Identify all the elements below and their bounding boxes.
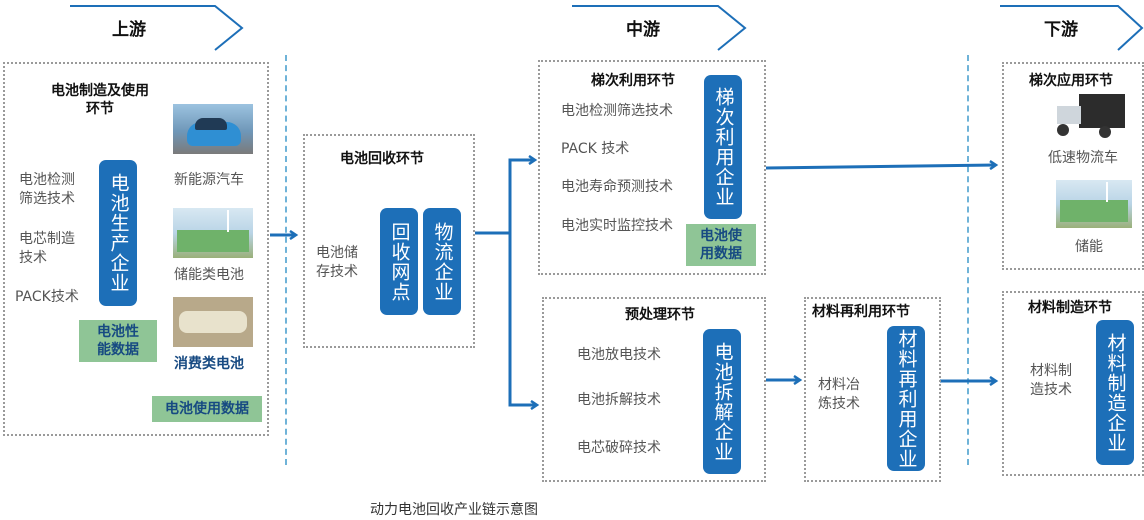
downstream-arrow <box>1000 5 1144 51</box>
cascade-app-title: 梯次应用环节 <box>1029 73 1113 89</box>
separator-2 <box>967 55 969 465</box>
storage-battery-image <box>173 208 253 258</box>
material-mfg-box <box>1002 291 1144 476</box>
tech-discharge: 电池放电技术 <box>577 347 661 363</box>
ev-car-image <box>173 104 253 154</box>
product-consumer: 消费类电池 <box>174 356 244 372</box>
energy-storage-image <box>1056 180 1132 228</box>
separator-1 <box>285 55 287 465</box>
material-mfg-title: 材料制造环节 <box>1028 300 1112 316</box>
battery-perf-data: 电池性 能数据 <box>79 320 157 362</box>
stage-midstream: 中游 <box>626 20 660 40</box>
product-storage: 储能类电池 <box>174 267 244 283</box>
tech-cascade-pack: PACK 技术 <box>561 141 630 157</box>
stage-upstream: 上游 <box>112 20 146 40</box>
material-reuse-title: 材料再利用环节 <box>812 304 910 320</box>
tech-disassembly: 电池拆解技术 <box>577 392 661 408</box>
enterprise-disassembly: 电池拆解企业 <box>703 329 741 474</box>
logistics-vehicle-image <box>1053 92 1127 140</box>
enterprise-material-mfg: 材料制造企业 <box>1096 320 1134 465</box>
material-reuse-box <box>804 297 941 482</box>
app-energy-storage: 储能 <box>1075 239 1103 255</box>
cascade-box <box>538 60 766 275</box>
recycle-title: 电池回收环节 <box>340 151 424 167</box>
battery-usage-data: 电池使用数据 <box>152 396 262 422</box>
recycle-points: 回收网点 <box>380 208 418 315</box>
cascade-app-box <box>1002 62 1144 270</box>
tech-smelting: 材料冶 炼技术 <box>818 377 860 412</box>
tech-life-predict: 电池寿命预测技术 <box>561 179 673 195</box>
tech-cell-mfg: 电芯制造 技术 <box>19 231 75 266</box>
enterprise-battery-producer: 电池生产企业 <box>99 160 137 306</box>
product-ev: 新能源汽车 <box>174 172 244 188</box>
tech-cascade-detect: 电池检测筛选技术 <box>561 103 673 119</box>
tech-pack: PACK技术 <box>15 289 79 305</box>
arrow-cascade-to-app <box>765 165 996 168</box>
midstream-arrow <box>572 5 747 51</box>
figure-caption: 动力电池回收产业链示意图 <box>370 502 538 518</box>
consumer-battery-image <box>173 297 253 347</box>
app-logistics-vehicle: 低速物流车 <box>1048 150 1118 166</box>
logistics-enterprise: 物流企业 <box>423 208 461 315</box>
tech-storage: 电池储 存技术 <box>316 245 358 280</box>
tech-material-mfg: 材料制 造技术 <box>1030 363 1072 398</box>
arrow-recycle-to-cascade <box>475 160 535 235</box>
arrow-recycle-to-pretreat <box>508 233 537 405</box>
pretreat-box <box>542 297 766 482</box>
battery-mfg-box <box>3 62 269 436</box>
cascade-usage-data: 电池使 用数据 <box>686 224 756 266</box>
stage-arrows <box>70 5 1144 51</box>
tech-realtime-monitor: 电池实时监控技术 <box>561 218 673 234</box>
battery-mfg-title: 电池制造及使用 环节 <box>51 83 149 117</box>
tech-battery-detect: 电池检测 筛选技术 <box>19 172 75 207</box>
enterprise-material-reuse: 材料再利用企业 <box>887 326 925 471</box>
recycle-box <box>303 134 475 348</box>
cascade-title: 梯次利用环节 <box>591 73 675 89</box>
stage-downstream: 下游 <box>1044 20 1078 40</box>
tech-crushing: 电芯破碎技术 <box>577 440 661 456</box>
pretreat-title: 预处理环节 <box>625 307 695 323</box>
enterprise-cascade: 梯次利用企业 <box>704 75 742 219</box>
upstream-arrow <box>70 5 244 51</box>
